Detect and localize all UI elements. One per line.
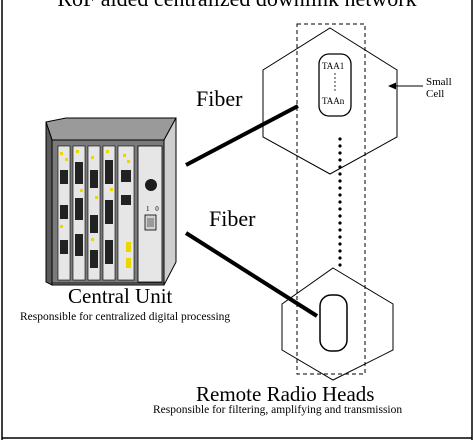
central-unit-label: Central Unit xyxy=(68,284,173,308)
cell-continuation-dots xyxy=(338,137,342,267)
fiber-link-top xyxy=(185,104,299,167)
antenna-last-label: TAAn xyxy=(322,96,345,106)
small-cell-label: Small Cell xyxy=(426,76,452,100)
remote-radio-heads-label: Remote Radio Heads xyxy=(196,382,375,406)
fiber-label-bottom: Fiber xyxy=(209,206,256,231)
top-antenna-array xyxy=(318,53,352,117)
bottom-cell-hexagon xyxy=(281,267,394,381)
central-unit-description: Responsible for centralized digital proc… xyxy=(20,311,231,323)
rrh-group-box xyxy=(296,23,366,375)
fiber-link-bottom xyxy=(184,231,319,318)
top-cell-hexagon xyxy=(262,27,398,175)
remote-radio-heads-description: Responsible for filtering, amplifying an… xyxy=(153,404,403,416)
antenna-dots xyxy=(334,73,336,91)
bottom-antenna-array xyxy=(319,294,348,352)
diagram-title: RoF aided centralized downlink network xyxy=(0,0,474,10)
small-cell-arrow-head xyxy=(388,82,396,90)
rack-switch-label: 1 0 xyxy=(146,205,161,213)
central-unit-rack xyxy=(45,117,177,286)
fiber-label-top: Fiber xyxy=(196,86,243,111)
antenna-first-label: TAA1 xyxy=(322,61,345,71)
